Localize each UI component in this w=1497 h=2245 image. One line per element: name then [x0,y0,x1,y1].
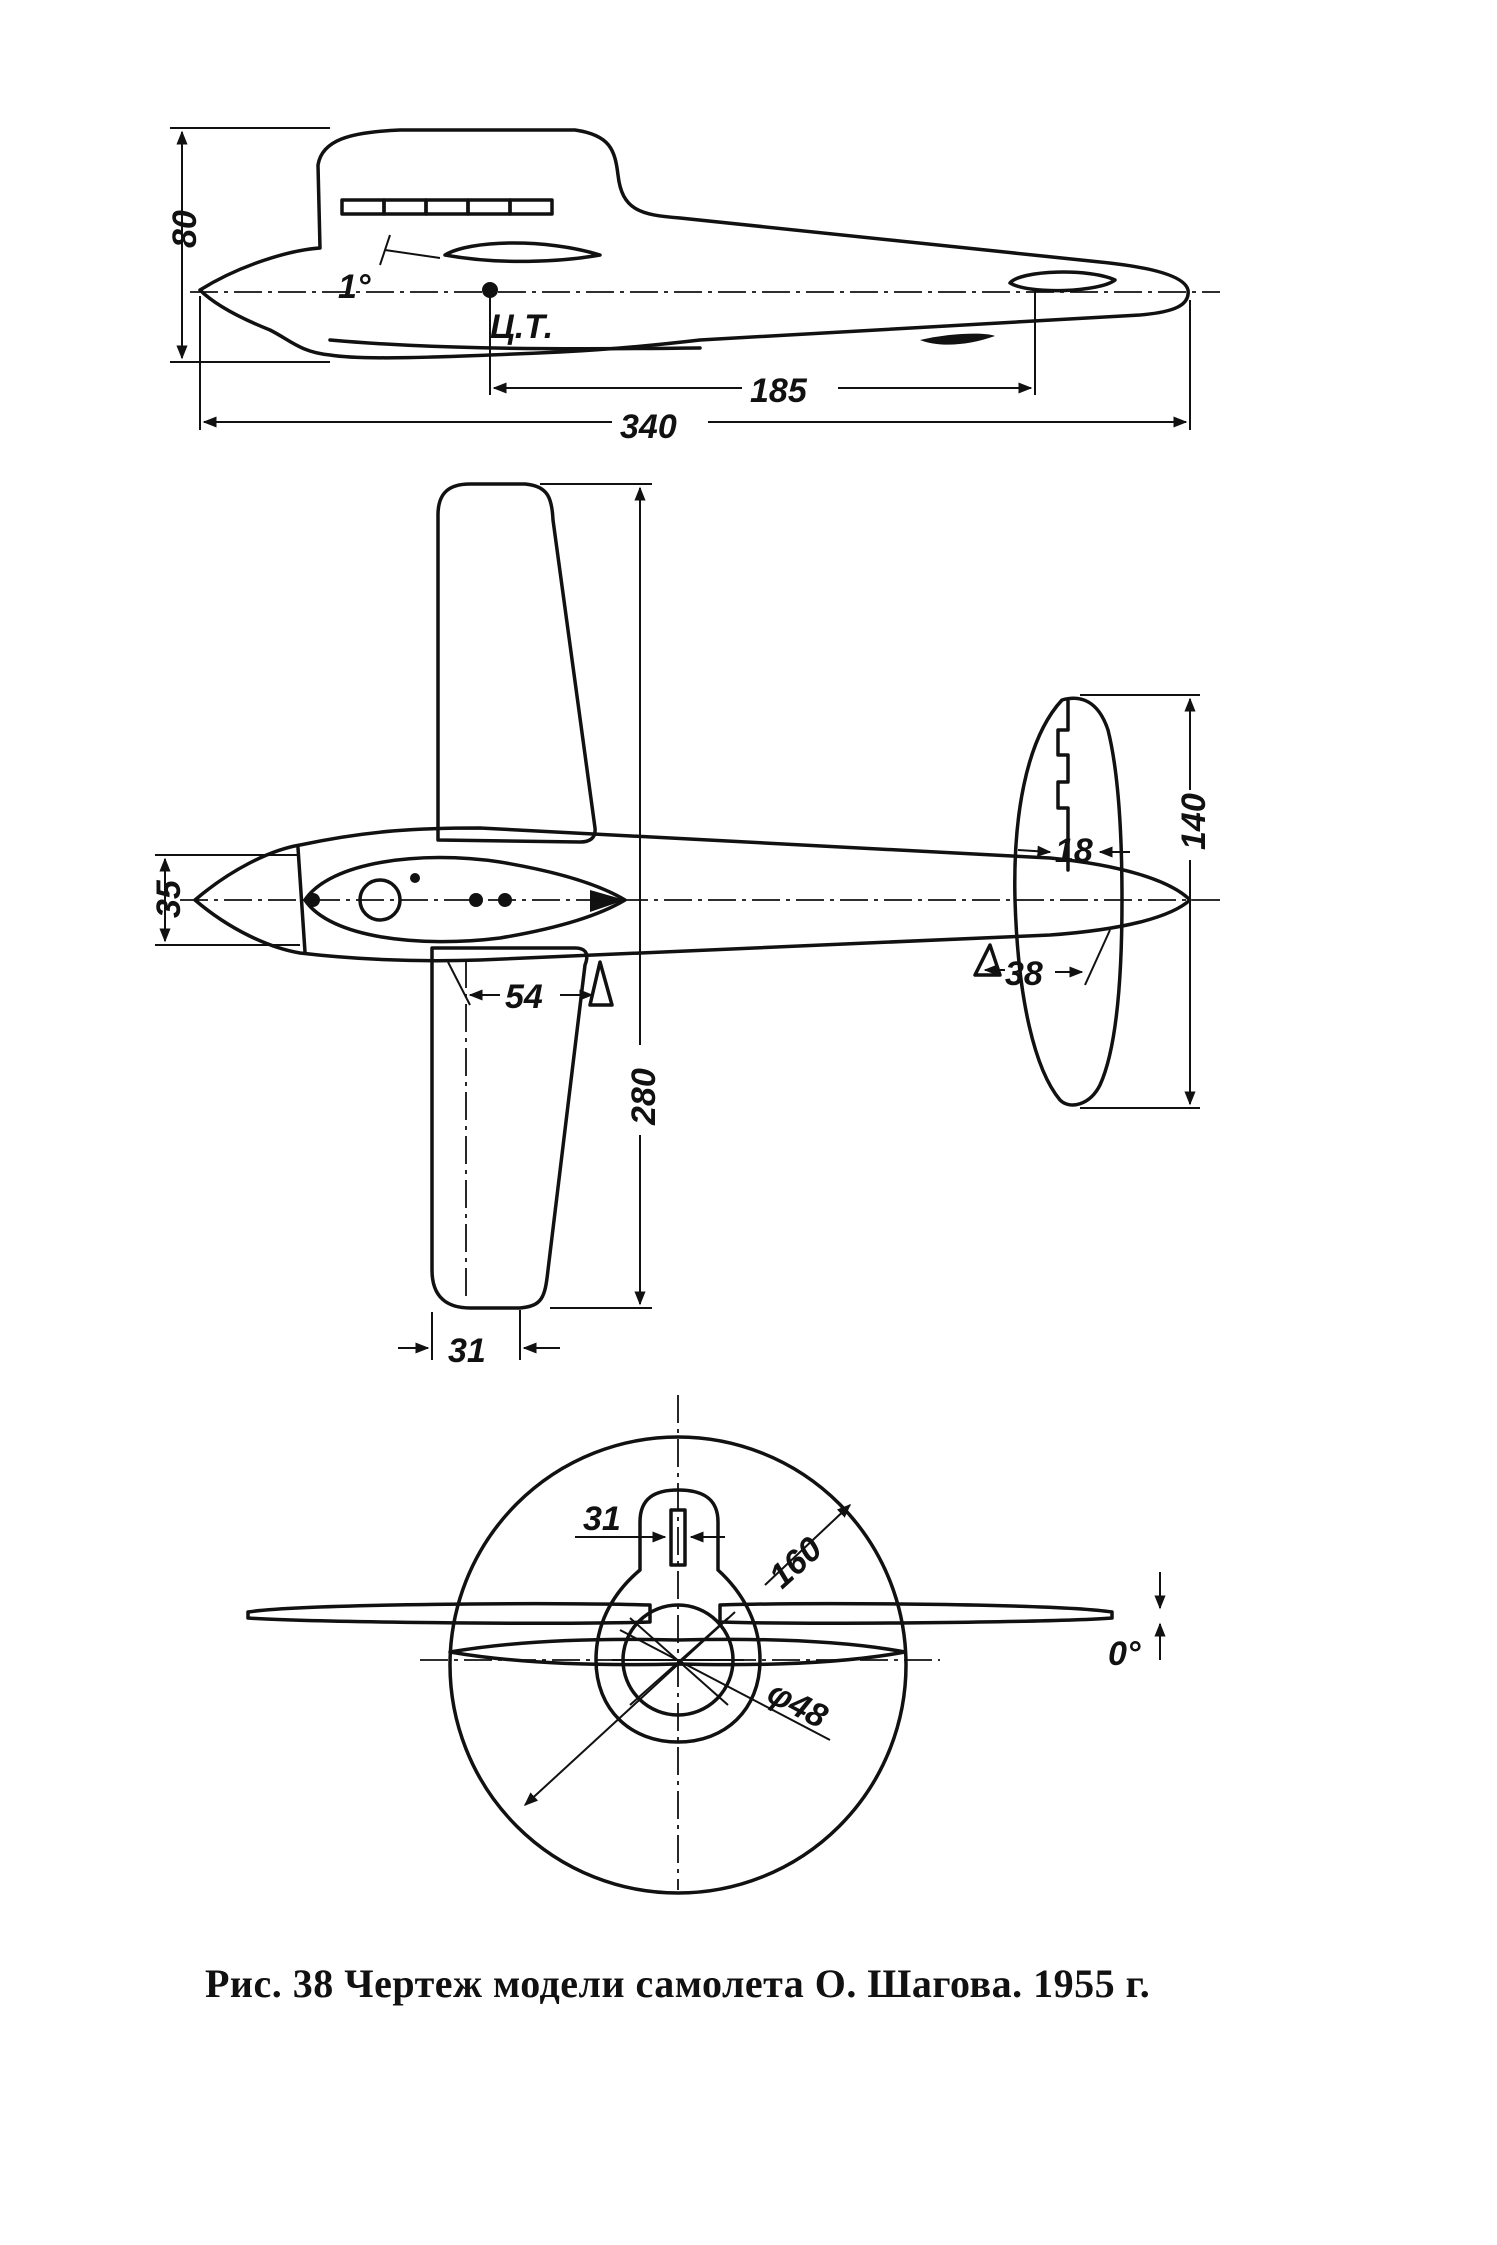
top-tail-wedge [590,890,625,912]
dim-cg-to-tail-185-text: 185 [750,372,808,410]
dim-angle-text: 1° [338,268,371,306]
side-wing-section [443,241,602,264]
front-view: 31 160 φ48 0° [246,1395,1166,1895]
dim-tip-chord-31-text: 31 [448,1332,486,1370]
dim-prop-diameter-160: 160 [523,1504,852,1806]
front-prop-blade [448,1637,907,1667]
dim-length-340: 340 [199,296,1191,446]
side-louvers [340,198,554,216]
side-angle-line [384,249,441,259]
dim-stab-chord-38: 38 [973,929,1111,993]
dim-stab-span-140-text: 140 [1175,793,1213,850]
dim-nose-width-35: 35 [150,854,300,946]
dim-fin-31-text: 31 [583,1500,621,1538]
dim-height-80: 80 [166,127,330,363]
top-view: 35 54 280 31 [150,482,1220,1370]
cg-point [482,282,498,298]
dim-elevator-18-text: 18 [1055,832,1093,870]
top-fuselage-outline [193,826,1192,963]
dim-nose-width-35-text: 35 [150,879,188,918]
side-view: 80 1° Ц.Т. 185 340 [166,127,1220,446]
dim-hub-diameter-text: φ48 [761,1674,833,1737]
figure-caption: Рис. 38 Чертеж модели самолета О. Шагова… [205,1961,1151,2006]
prop-disc [448,1435,908,1895]
dim-height-80-text: 80 [166,210,204,248]
dim-fin-31: 31 [575,1500,725,1543]
dim-span-280: 280 [540,483,663,1309]
side-tail-skid [920,333,995,345]
dim-cg-to-tail-185: 185 [489,288,1036,410]
side-fuselage-outline [198,128,1190,360]
top-elevator-hinge [1056,698,1070,872]
dim-incidence-text: 0° [1108,1635,1141,1673]
top-nose-cone [296,846,307,954]
dim-length-340-text: 340 [620,408,677,446]
dim-stab-chord-38-text: 38 [1005,955,1043,993]
dim-span-280-text: 280 [625,1068,663,1126]
cg-label: Ц.Т. [490,308,553,346]
dim-wing-chord-54: 54 [447,960,614,1016]
side-fuselage-belly [328,338,702,351]
dim-elevator-18: 18 [1017,832,1130,870]
dim-incidence-0: 0° [1108,1572,1166,1673]
dim-tip-chord-31: 31 [398,1310,560,1370]
front-wing-right [718,1601,1114,1625]
dim-stab-span-140: 140 [1080,694,1213,1109]
dim-wing-chord-54-text: 54 [505,978,543,1016]
top-stabilizer [1013,696,1124,1107]
top-wing-lower [430,946,589,1310]
front-wing [246,1601,652,1625]
dim-prop-diameter-160-text: 160 [762,1530,830,1596]
top-wing-upper [436,482,597,844]
side-stab-section [1008,270,1117,293]
